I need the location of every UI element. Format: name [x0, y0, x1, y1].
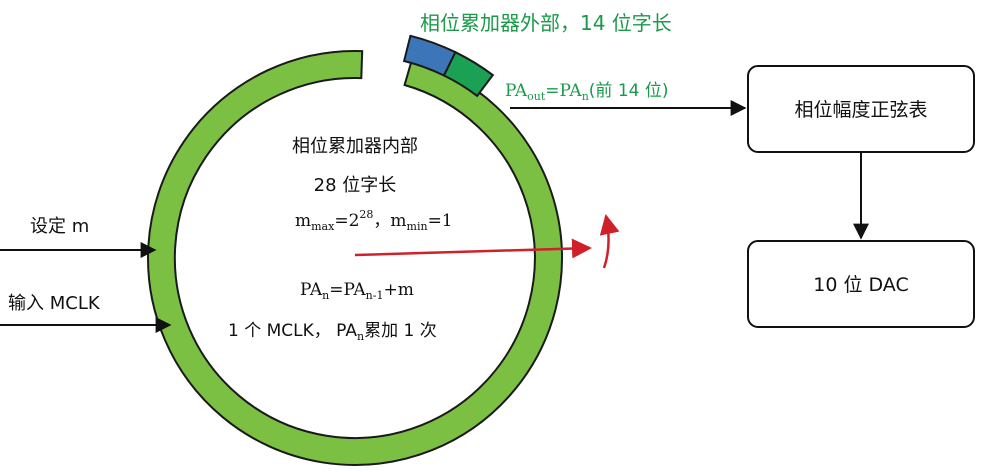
inner-label-line2: 28 位字长	[314, 175, 397, 196]
phase-pointer-arrow	[354, 238, 592, 259]
pa-out-label: PAout=PAn(前 14 位)	[505, 81, 669, 103]
dac-box	[747, 240, 975, 328]
set-m-label: 设定 m	[30, 216, 89, 237]
clock-accumulate-label: 1 个 MCLK， PAn累加 1 次	[228, 321, 437, 343]
sine-table-label: 相位幅度正弦表	[794, 99, 927, 121]
mmax-mmin-label: mmax=228，mmin=1	[295, 208, 453, 233]
accumulator-external-title: 相位累加器外部，14 位字长	[420, 11, 672, 35]
rotation-direction-arrow	[599, 214, 620, 269]
segment-green	[442, 50, 495, 98]
accumulate-formula: PAn=PAn-1+m	[300, 280, 414, 302]
dac-label: 10 位 DAC	[813, 274, 908, 296]
phase-accumulator-ring	[147, 50, 563, 466]
mclk-input-label: 输入 MCLK	[8, 293, 101, 314]
inner-label-line1: 相位累加器内部	[292, 136, 418, 157]
